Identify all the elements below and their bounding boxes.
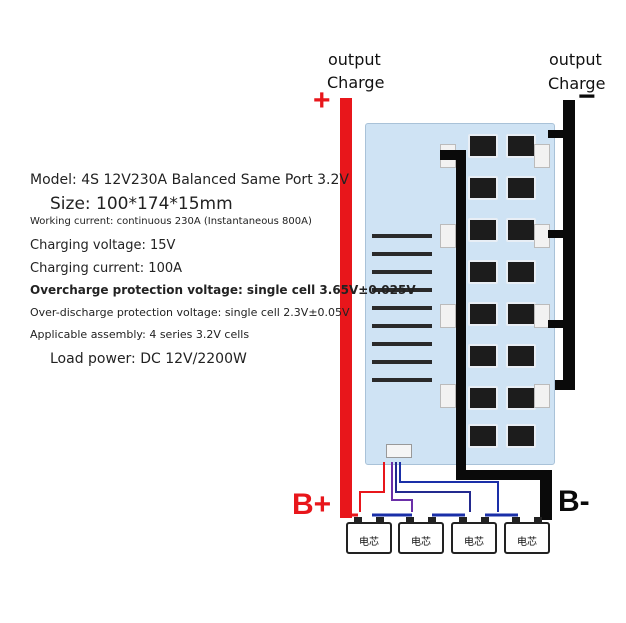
cell-tab-negative bbox=[534, 517, 542, 523]
smd-row bbox=[372, 324, 432, 328]
mosfet bbox=[468, 302, 498, 326]
spec-assembly: Applicable assembly: 4 series 3.2V cells bbox=[30, 328, 250, 341]
battery-cell: 电芯 bbox=[451, 517, 497, 554]
terminal-pad bbox=[534, 144, 550, 168]
mosfet bbox=[506, 344, 536, 368]
mosfet bbox=[468, 424, 498, 448]
spec-load-power: Load power: DC 12V/2200W bbox=[50, 351, 247, 367]
mosfet bbox=[506, 176, 536, 200]
balance-connector bbox=[386, 444, 412, 458]
battery-cell: 电芯 bbox=[346, 517, 392, 554]
terminal-pad bbox=[440, 304, 456, 328]
minus-sign: − bbox=[578, 80, 596, 113]
plus-sign: + bbox=[313, 84, 331, 117]
battery-cell: 电芯 bbox=[398, 517, 444, 554]
spec-overcharge: Overcharge protection voltage: single ce… bbox=[30, 283, 416, 297]
mosfet bbox=[506, 134, 536, 158]
wire-blue bbox=[399, 462, 499, 512]
smd-row bbox=[372, 270, 432, 274]
spec-model: Model: 4S 12V230A Balanced Same Port 3.2… bbox=[30, 172, 349, 188]
mosfet bbox=[468, 260, 498, 284]
cell-label: 电芯 bbox=[359, 537, 379, 548]
spec-overdischarge: Over-discharge protection voltage: singl… bbox=[30, 306, 350, 319]
smd-row bbox=[372, 378, 432, 382]
mosfet bbox=[468, 176, 498, 200]
cell-tab-positive bbox=[459, 517, 467, 523]
smd-row bbox=[372, 234, 432, 238]
smd-row bbox=[372, 252, 432, 256]
spec-working-current: Working current: continuous 230A (Instan… bbox=[30, 216, 312, 227]
wire-red bbox=[359, 462, 385, 512]
spec-charging-voltage: Charging voltage: 15V bbox=[30, 238, 176, 253]
wire-purple bbox=[391, 462, 413, 512]
cell-tab-positive bbox=[406, 517, 414, 523]
mosfet bbox=[506, 424, 536, 448]
cell-label: 电芯 bbox=[517, 537, 537, 548]
cell-tab-negative bbox=[376, 517, 384, 523]
cell-tab-negative bbox=[481, 517, 489, 523]
positive-bus-bar bbox=[340, 98, 352, 518]
terminal-pad bbox=[440, 384, 456, 408]
mosfet bbox=[468, 386, 498, 410]
spec-charging-current: Charging current: 100A bbox=[30, 261, 183, 276]
b-minus-label: B- bbox=[558, 485, 590, 518]
board-bus-bottom bbox=[456, 470, 546, 480]
smd-row bbox=[372, 288, 432, 292]
negative-output-tab bbox=[548, 130, 568, 138]
mosfet bbox=[468, 134, 498, 158]
negative-output-tab bbox=[548, 320, 568, 328]
smd-row bbox=[372, 360, 432, 364]
terminal-pad bbox=[440, 224, 456, 248]
cell-tab-positive bbox=[512, 517, 520, 523]
right-charge-label: Charge bbox=[548, 74, 606, 93]
negative-output-tab bbox=[548, 230, 568, 238]
negative-bus-bar-connector bbox=[540, 380, 575, 390]
terminal-pad bbox=[534, 304, 550, 328]
cell-label: 电芯 bbox=[411, 537, 431, 548]
board-bus-left bbox=[456, 150, 466, 480]
smd-row bbox=[372, 306, 432, 310]
cell-tab-negative bbox=[428, 517, 436, 523]
cell-label: 电芯 bbox=[464, 537, 484, 548]
mosfet bbox=[506, 302, 536, 326]
left-output-label: output bbox=[328, 50, 381, 69]
mosfet bbox=[506, 260, 536, 284]
left-charge-label: Charge bbox=[327, 73, 385, 92]
terminal-pad bbox=[534, 384, 550, 408]
right-output-label: output bbox=[549, 50, 602, 69]
cell-tab-positive bbox=[354, 517, 362, 523]
mosfet bbox=[468, 344, 498, 368]
smd-row bbox=[372, 342, 432, 346]
b-plus-label: B+ bbox=[292, 488, 332, 521]
mosfet bbox=[468, 218, 498, 242]
board-bus-top bbox=[440, 150, 466, 160]
spec-size: Size: 100*174*15mm bbox=[50, 194, 233, 214]
wire-navy bbox=[395, 462, 471, 512]
board-bus-right bbox=[540, 470, 552, 520]
negative-bus-bar-top bbox=[563, 100, 575, 390]
battery-cell: 电芯 bbox=[504, 517, 550, 554]
